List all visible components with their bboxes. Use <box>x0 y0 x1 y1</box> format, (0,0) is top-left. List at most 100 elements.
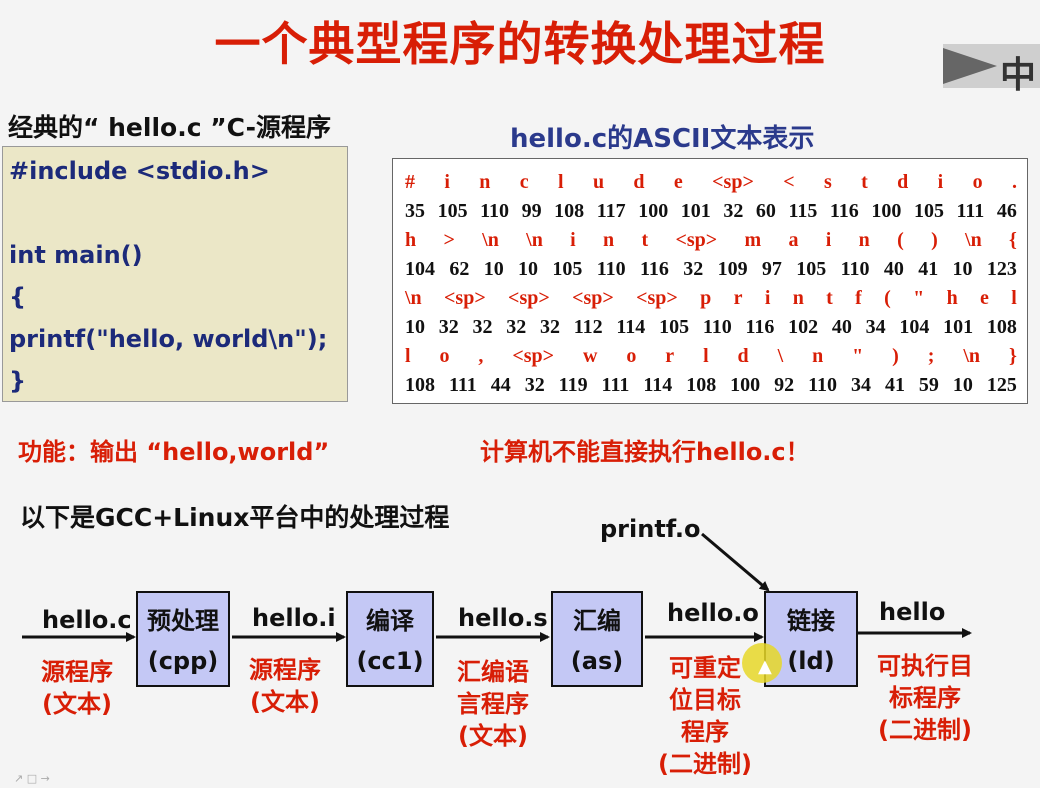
language-badge-label: 中 <box>999 55 1036 96</box>
ascii-char: i <box>825 229 832 251</box>
ascii-code: 92 <box>774 374 795 396</box>
ascii-char: <sp> <box>712 171 754 193</box>
ascii-code: 10 <box>952 258 973 280</box>
ascii-code: 32 <box>506 316 527 338</box>
ascii-code: 108 <box>405 374 435 396</box>
ascii-code: 105 <box>913 200 944 222</box>
ascii-char: } <box>1008 345 1017 367</box>
ascii-code: 100 <box>730 374 761 396</box>
ascii-char: \n <box>965 229 982 251</box>
ascii-code: 104 <box>899 316 930 338</box>
page-title: 一个典型程序的转换处理过程 <box>214 17 826 71</box>
file-label: hello.c <box>42 606 132 634</box>
ascii-char: s <box>823 171 832 193</box>
arrow-printf-o <box>701 532 770 592</box>
play-icon <box>943 48 997 84</box>
ascii-code: 32 <box>472 316 493 338</box>
file-label: hello.s <box>458 604 548 632</box>
ascii-code: 110 <box>480 200 510 222</box>
ascii-char: \n <box>405 287 422 309</box>
ascii-char: n <box>603 229 615 251</box>
language-badge[interactable]: 中 <box>943 44 1040 96</box>
file-label: hello.o <box>667 599 759 627</box>
ascii-code: 59 <box>918 374 939 396</box>
ascii-code: 111 <box>956 200 985 222</box>
ascii-char: o <box>626 345 637 367</box>
ascii-code: 102 <box>788 316 819 338</box>
ascii-char: l <box>1011 287 1017 309</box>
ascii-char: m <box>744 229 762 251</box>
ascii-char: n <box>812 345 824 367</box>
ascii-char: p <box>700 287 712 309</box>
ascii-char: h <box>946 287 958 309</box>
ascii-char: w <box>582 345 598 367</box>
ascii-code: 32 <box>540 316 560 338</box>
ascii-code: 119 <box>558 374 588 396</box>
ascii-code: 101 <box>943 316 974 338</box>
ascii-char: e <box>980 287 989 309</box>
ascii-code: 99 <box>521 200 542 222</box>
ascii-code: 108 <box>986 316 1017 338</box>
ascii-char: d <box>633 171 645 193</box>
ascii-code: 105 <box>552 258 583 280</box>
ascii-char: { <box>1009 229 1017 251</box>
ascii-code: 32 <box>723 200 744 222</box>
ascii-code: 105 <box>659 316 690 338</box>
ascii-char: o <box>439 345 450 367</box>
ascii-code: 108 <box>686 374 717 396</box>
file-label: hello <box>879 598 946 626</box>
cannot-execute-note: 计算机不能直接执行hello.c！ <box>480 438 810 466</box>
ascii-char: i <box>764 287 771 309</box>
ascii-char: n <box>858 229 870 251</box>
ascii-char: o <box>972 171 983 193</box>
ascii-code: 114 <box>643 374 673 396</box>
ascii-char: , <box>478 345 484 367</box>
ascii-char: " <box>852 345 864 367</box>
function-note: 功能：输出 “hello,world” <box>18 438 330 466</box>
ascii-char: <sp> <box>675 229 718 251</box>
ascii-char: u <box>592 171 605 193</box>
stage-tool: (as) <box>570 647 624 675</box>
ascii-char: c <box>519 171 529 193</box>
ascii-code: 60 <box>755 200 776 222</box>
ascii-char: i <box>444 171 450 193</box>
stage-name: 预处理 <box>147 607 219 635</box>
ascii-char: i <box>937 171 944 193</box>
ascii-char: ; <box>927 345 935 367</box>
file-desc: 源程序 (文本) <box>249 656 321 716</box>
ascii-char: l <box>558 171 564 193</box>
ascii-code: 97 <box>761 258 782 280</box>
slide-toolbar-icon[interactable]: ↗ □ → <box>14 772 50 785</box>
source-heading: 经典的“ hello.c ”C-源程序 <box>8 113 331 142</box>
stage-compile-box: 编译 (cc1) <box>346 591 434 687</box>
ascii-char: <sp> <box>508 287 550 309</box>
stage-assemble-box: 汇编 (as) <box>551 591 643 687</box>
ascii-char: # <box>405 171 415 193</box>
ascii-char: r <box>733 287 743 309</box>
ascii-char: t <box>826 287 833 309</box>
ascii-char: t <box>861 171 868 193</box>
ascii-code: 40 <box>831 316 852 338</box>
ascii-char: a <box>788 229 799 251</box>
ascii-char: n <box>792 287 804 309</box>
ascii-code: 104 <box>405 258 435 280</box>
ascii-code: 110 <box>702 316 732 338</box>
ascii-code: 10 <box>952 374 973 396</box>
ascii-code: 10 <box>518 258 539 280</box>
pipeline-heading: 以下是GCC+Linux平台中的处理过程 <box>20 503 450 532</box>
ascii-char: <sp> <box>444 287 486 309</box>
ascii-char: ( <box>884 287 891 309</box>
ascii-char: \n <box>526 229 543 251</box>
code-line: #include <stdio.h> <box>9 157 270 185</box>
ascii-code: 10 <box>483 258 504 280</box>
file-desc: 可重定 位目标 程序 (二进制) <box>658 654 752 778</box>
ascii-char: \n <box>963 345 981 367</box>
slide-toolbar[interactable]: ↗ □ → <box>0 772 1040 788</box>
